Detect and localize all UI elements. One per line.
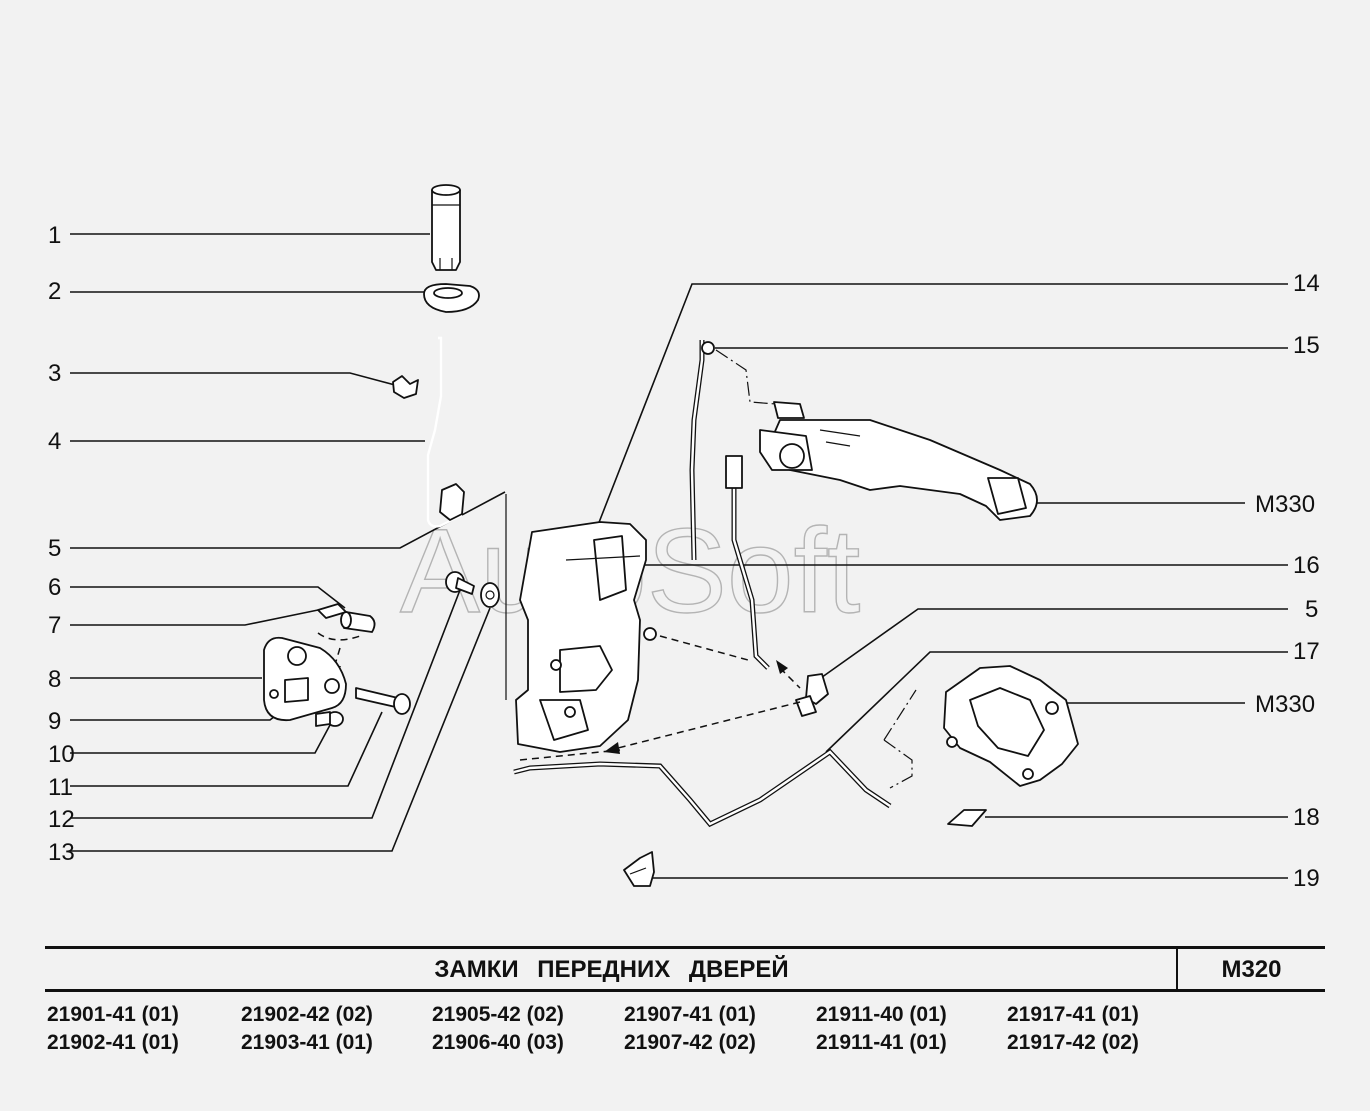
title-divider [1176, 949, 1178, 989]
callout-15: 15 [1293, 332, 1320, 359]
callout-8: 8 [48, 666, 61, 693]
callout-16: 16 [1293, 552, 1320, 579]
model-column: 21911-40 (01) 21911-41 (01) [816, 1001, 1006, 1057]
leader-lines [70, 233, 1288, 879]
model-code: 21907-42 (02) [624, 1031, 756, 1054]
callout-13: 13 [48, 839, 75, 866]
part-3-clip [392, 375, 419, 399]
callout-11: 11 [48, 774, 73, 801]
model-code: 21911-41 (01) [816, 1031, 947, 1054]
callout-5-right: 5 [1305, 596, 1318, 623]
part-16-rod [725, 455, 770, 670]
model-code: 21906-40 (03) [432, 1031, 564, 1054]
callout-6: 6 [48, 574, 61, 601]
part-17-rod [513, 635, 917, 828]
callout-ref-m330-top: M330 [1255, 491, 1315, 518]
callout-14: 14 [1293, 270, 1320, 297]
model-code: 21907-41 (01) [624, 1003, 756, 1026]
part-1-knob [431, 184, 461, 271]
part-14-rod [689, 340, 715, 561]
callout-1: 1 [48, 222, 61, 249]
model-code: 21917-42 (02) [1007, 1031, 1139, 1054]
part-18-pad [947, 809, 987, 827]
part-19-clip [623, 851, 655, 887]
parts-diagram: AutoSoft [48, 184, 1320, 892]
model-code: 21905-42 (02) [432, 1003, 564, 1026]
model-code: 21902-42 (02) [241, 1003, 373, 1026]
callout-17: 17 [1293, 638, 1320, 665]
model-code: 21903-41 (01) [241, 1031, 373, 1054]
callout-10: 10 [48, 741, 75, 768]
model-column: 21907-41 (01) 21907-42 (02) [624, 1001, 814, 1057]
callout-19: 19 [1293, 865, 1320, 892]
callout-12: 12 [48, 806, 75, 833]
part-10-screw [315, 711, 344, 727]
diagram-title: ЗАМКИ ПЕРЕДНИХ ДВЕРЕЙ [434, 956, 789, 983]
callout-labels: 1 2 3 4 5 6 7 8 9 10 11 12 13 14 15 M330… [48, 222, 1320, 892]
title-block: ЗАМКИ ПЕРЕДНИХ ДВЕРЕЙ M320 [45, 946, 1325, 992]
callout-7: 7 [48, 612, 61, 639]
door-lock-body [505, 494, 657, 753]
callout-2: 2 [48, 278, 61, 305]
model-code: 21917-41 (01) [1007, 1003, 1139, 1026]
model-column: 21902-42 (02) 21903-41 (01) [241, 1001, 431, 1057]
interior-door-handle [943, 665, 1079, 787]
callout-18: 18 [1293, 804, 1320, 831]
part-2-bushing [423, 283, 480, 313]
part-5-clip [776, 660, 829, 717]
model-code: 21902-41 (01) [47, 1031, 179, 1054]
callout-5: 5 [48, 535, 61, 562]
callout-4: 4 [48, 428, 61, 455]
part-4-rod [426, 336, 465, 528]
model-column: 21917-41 (01) 21917-42 (02) [1007, 1001, 1197, 1057]
model-code: 21911-40 (01) [816, 1003, 947, 1026]
callout-3: 3 [48, 360, 61, 387]
part-13-nut [480, 582, 500, 608]
callout-ref-m330-bottom: M330 [1255, 691, 1315, 718]
part-11-bolt [355, 687, 411, 715]
callout-9: 9 [48, 708, 61, 735]
diagram-code: M320 [1221, 956, 1282, 983]
model-column: 21905-42 (02) 21906-40 (03) [432, 1001, 622, 1057]
model-column: 21901-41 (01) 21902-41 (01) [47, 1001, 237, 1057]
part-8-9-striker [263, 636, 347, 722]
exterior-door-handle [715, 349, 1038, 521]
model-code: 21901-41 (01) [47, 1003, 179, 1026]
part-12-screw [445, 571, 475, 595]
